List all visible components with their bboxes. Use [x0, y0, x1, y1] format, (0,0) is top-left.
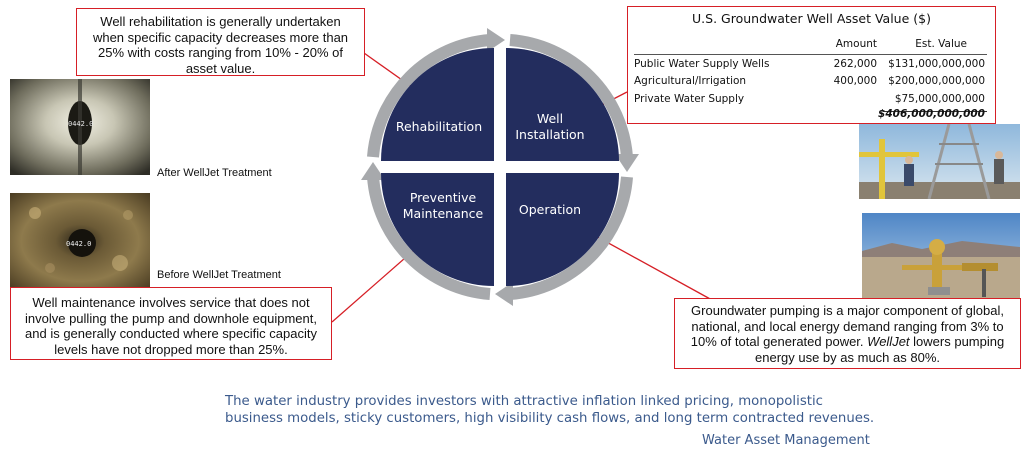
maintenance-callout-text: Well maintenance involves service that d…	[25, 295, 317, 357]
before-treatment-image: 0442.0	[10, 193, 150, 289]
row-name: Private Water Supply	[634, 93, 744, 105]
label-preventive-2: Maintenance	[403, 206, 484, 221]
label-preventive-1: Preventive	[410, 190, 477, 205]
asset-value-table: U.S. Groundwater Well Asset Value ($) Am…	[627, 6, 996, 124]
label-installation-2: Installation	[515, 127, 584, 142]
table-header-row: Amount Est. Value	[634, 38, 989, 54]
footer-quote: The water industry provides investors wi…	[225, 393, 885, 427]
maintenance-callout: Well maintenance involves service that d…	[10, 287, 332, 360]
after-treatment-photo: 0442.0	[10, 79, 150, 175]
table-row: Public Water Supply Wells 262,000 $131,0…	[634, 58, 989, 74]
row-value: $75,000,000,000	[895, 93, 985, 105]
quadrant-installation	[506, 48, 619, 161]
total-value: $406,000,000,000	[878, 108, 985, 120]
header-divider	[634, 54, 987, 55]
row-amount: 400,000	[834, 75, 877, 87]
cycle-arrows	[373, 40, 627, 294]
after-caption: After WellJet Treatment	[157, 167, 272, 179]
rehab-callout: Well rehabilitation is generally underta…	[76, 8, 365, 76]
table-row: Agricultural/Irrigation 400,000 $200,000…	[634, 75, 989, 91]
before-depth-readout: 0442.0	[66, 240, 91, 248]
pump-station-photo	[862, 213, 1020, 299]
footer-attribution: Water Asset Management	[702, 433, 870, 448]
cycle-arrowheads	[361, 28, 639, 306]
row-value: $200,000,000,000	[888, 75, 985, 87]
after-treatment-image: 0442.0	[10, 79, 150, 175]
well-lifecycle-cycle: Rehabilitation Well Installation Prevent…	[355, 22, 645, 312]
label-installation-1: Well	[537, 111, 563, 126]
label-operation: Operation	[519, 202, 581, 217]
row-name: Public Water Supply Wells	[634, 58, 769, 70]
table-row: Private Water Supply $75,000,000,000	[634, 93, 989, 109]
rehab-callout-text: Well rehabilitation is generally underta…	[93, 14, 348, 76]
row-name: Agricultural/Irrigation	[634, 75, 746, 87]
table-total-row: $406,000,000,000	[634, 108, 989, 124]
quadrant-rehabilitation	[381, 48, 494, 161]
table-title: U.S. Groundwater Well Asset Value ($)	[628, 11, 995, 26]
pumping-callout: Groundwater pumping is a major component…	[674, 298, 1021, 369]
quadrant-operation	[506, 173, 619, 286]
header-value: Est. Value	[915, 38, 967, 50]
header-amount: Amount	[836, 38, 877, 50]
drilling-rig-image	[859, 124, 1020, 199]
row-amount: 262,000	[834, 58, 877, 70]
row-value: $131,000,000,000	[888, 58, 985, 70]
pumping-brand: WellJet	[867, 334, 909, 349]
before-treatment-photo: 0442.0	[10, 193, 150, 289]
label-rehabilitation: Rehabilitation	[396, 119, 482, 134]
drilling-rig-photo	[859, 124, 1020, 199]
after-depth-readout: 0442.0	[68, 120, 93, 128]
pump-station-image	[862, 213, 1020, 299]
before-caption: Before WellJet Treatment	[157, 269, 281, 281]
